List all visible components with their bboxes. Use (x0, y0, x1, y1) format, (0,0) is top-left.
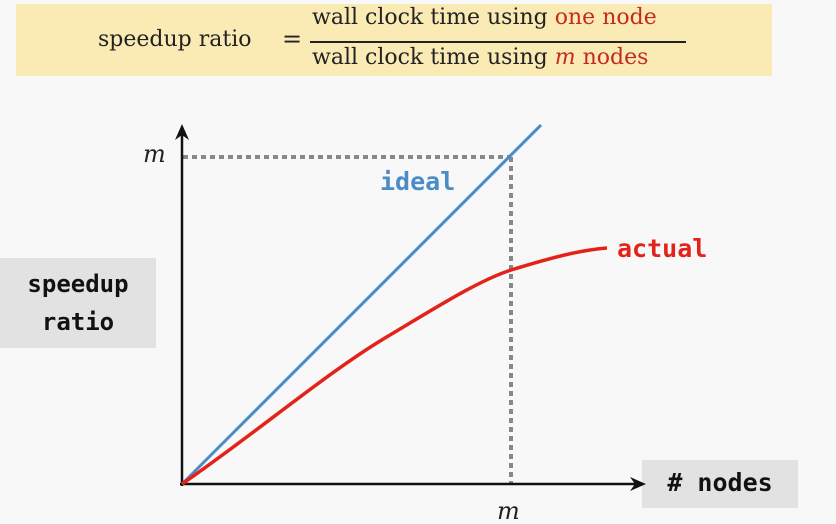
denominator-text: wall clock time using (312, 45, 555, 70)
y-axis-label-line-2: ratio (41, 308, 115, 336)
actual-curve (181, 246, 608, 486)
y-tick-m: m (143, 140, 166, 168)
x-axis-arrowhead (630, 477, 646, 491)
y-axis-arrowhead (175, 124, 189, 140)
x-axis-label: # nodes (667, 468, 773, 497)
formula-banner (16, 4, 772, 76)
denominator-highlight: nodes (575, 45, 649, 70)
actual-label: actual (617, 234, 707, 263)
formula-equals: = (282, 25, 303, 53)
formula-numerator: wall clock time using one node (312, 5, 657, 30)
formula-denominator: wall clock time using m nodes (312, 45, 648, 70)
ideal-label: ideal (380, 167, 455, 196)
x-tick-m: m (497, 497, 520, 524)
numerator-highlight: one node (554, 5, 657, 30)
y-axis-label-box: speedup ratio (0, 258, 156, 348)
y-axis-label-line-1: speedup (27, 270, 129, 298)
denominator-var: m (554, 45, 576, 70)
fraction-bar (310, 41, 686, 43)
numerator-text: wall clock time using (312, 5, 555, 30)
formula-lhs: speedup ratio (98, 27, 252, 52)
ideal-line (180, 123, 543, 486)
x-axis-label-box: # nodes (642, 460, 798, 508)
